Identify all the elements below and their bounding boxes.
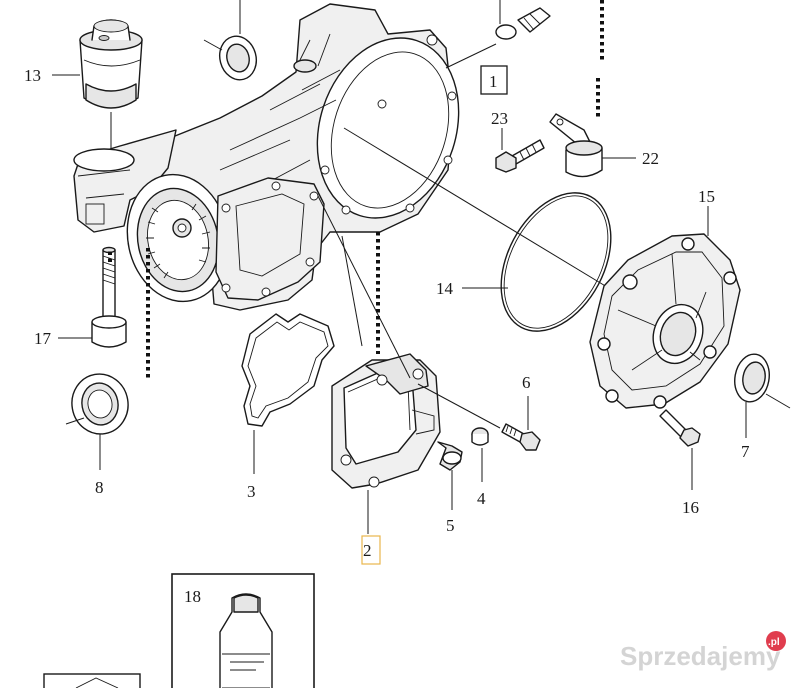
differential-housing bbox=[73, 3, 460, 311]
sensor-22 bbox=[549, 113, 603, 178]
kit-box-1 bbox=[480, 65, 508, 95]
callout-8: 8 bbox=[95, 478, 104, 497]
bolt-6 bbox=[501, 423, 541, 451]
seal-8 bbox=[71, 373, 129, 435]
callout-22: 22 bbox=[642, 149, 659, 168]
callout-7: 7 bbox=[741, 442, 750, 461]
callout-6: 6 bbox=[522, 373, 531, 392]
callout-4: 4 bbox=[477, 489, 486, 508]
callout-15: 15 bbox=[698, 187, 715, 206]
watermark-badge-text: .pl bbox=[768, 637, 780, 648]
callout-16: 16 bbox=[682, 498, 699, 517]
fitting-5 bbox=[437, 441, 463, 471]
callout-23: 23 bbox=[491, 109, 508, 128]
watermark-text: Sprzedajemy bbox=[620, 641, 781, 671]
plug-4 bbox=[471, 427, 489, 446]
callout-3: 3 bbox=[247, 482, 256, 501]
callout-13: 13 bbox=[24, 66, 41, 85]
callout-1: 1 bbox=[489, 72, 498, 91]
seal-7 bbox=[734, 353, 770, 403]
callout-2-highlight-box bbox=[361, 535, 381, 565]
bolt-23 bbox=[495, 139, 545, 173]
callout-18: 18 bbox=[184, 587, 201, 606]
bolt-16 bbox=[659, 409, 701, 447]
callout-5: 5 bbox=[446, 516, 455, 535]
bolt-17 bbox=[91, 246, 127, 348]
gasket-3 bbox=[241, 313, 335, 427]
cover-15 bbox=[589, 233, 741, 409]
module-2 bbox=[331, 353, 441, 489]
breather-fitting bbox=[495, 7, 551, 40]
fluid-bottle-box-18 bbox=[171, 573, 315, 688]
watermark: Sprzedajemy .pl bbox=[620, 631, 786, 671]
callout-14: 14 bbox=[436, 279, 454, 298]
watermark-badge bbox=[766, 631, 786, 651]
partial-box-bottom-left bbox=[43, 673, 141, 688]
bush-13 bbox=[79, 19, 143, 109]
seal-top bbox=[219, 35, 257, 81]
o-ring-14 bbox=[500, 192, 612, 332]
callout-2: 2 bbox=[363, 541, 372, 560]
callout-17: 17 bbox=[34, 329, 52, 348]
